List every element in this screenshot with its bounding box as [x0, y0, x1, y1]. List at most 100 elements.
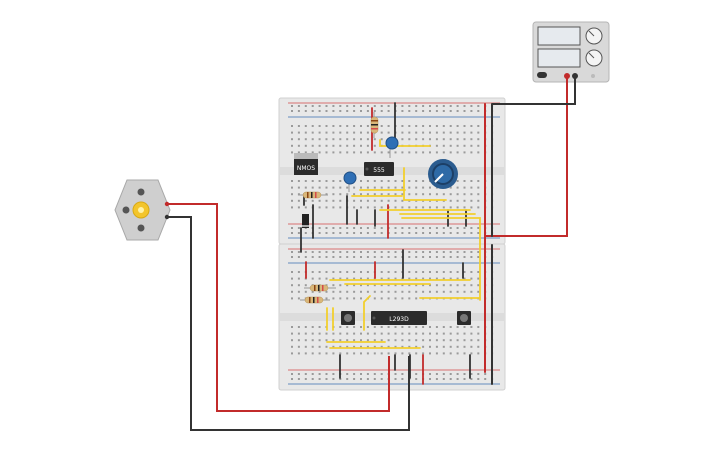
breadboard-hole[interactable] — [484, 378, 487, 380]
breadboard-hole[interactable] — [373, 193, 376, 196]
breadboard-hole[interactable] — [304, 131, 307, 134]
breadboard-hole[interactable] — [415, 345, 418, 348]
breadboard-hole[interactable] — [325, 125, 328, 127]
breadboard-hole[interactable] — [318, 144, 321, 147]
breadboard-hole[interactable] — [373, 251, 376, 253]
breadboard-hole[interactable] — [456, 199, 459, 202]
breadboard-hole[interactable] — [401, 326, 404, 328]
breadboard-hole[interactable] — [318, 151, 321, 154]
breadboard-hole[interactable] — [366, 339, 369, 342]
breadboard-hole[interactable] — [332, 277, 335, 280]
breadboard-hole[interactable] — [373, 144, 376, 147]
breadboard-hole[interactable] — [297, 180, 300, 182]
breadboard-hole[interactable] — [415, 277, 418, 280]
breadboard-hole[interactable] — [435, 284, 438, 287]
breadboard-hole[interactable] — [470, 271, 473, 273]
breadboard-hole[interactable] — [449, 110, 452, 112]
breadboard-hole[interactable] — [360, 332, 362, 335]
breadboard-hole[interactable] — [394, 199, 397, 202]
breadboard-hole[interactable] — [360, 151, 362, 154]
breadboard-hole[interactable] — [373, 326, 376, 328]
breadboard-hole[interactable] — [463, 125, 466, 127]
breadboard-hole[interactable] — [408, 151, 411, 154]
breadboard-hole[interactable] — [429, 232, 431, 234]
breadboard-hole[interactable] — [394, 352, 397, 355]
breadboard-hole[interactable] — [380, 138, 383, 141]
breadboard-hole[interactable] — [332, 180, 335, 182]
breadboard-hole[interactable] — [463, 345, 466, 348]
capacitor-1[interactable] — [385, 136, 399, 158]
breadboard-hole[interactable] — [291, 256, 293, 258]
breadboard-hole[interactable] — [332, 345, 335, 348]
breadboard-hole[interactable] — [429, 227, 431, 229]
breadboard-hole[interactable] — [297, 297, 300, 300]
breadboard-hole[interactable] — [394, 271, 397, 273]
breadboard-hole[interactable] — [339, 186, 342, 189]
breadboard-hole[interactable] — [456, 151, 459, 154]
breadboard-hole[interactable] — [415, 131, 418, 134]
wire-supply-positive[interactable] — [485, 76, 568, 237]
breadboard-hole[interactable] — [456, 138, 459, 141]
breadboard-hole[interactable] — [360, 256, 362, 258]
breadboard-hole[interactable] — [325, 332, 328, 335]
breadboard-hole[interactable] — [435, 378, 438, 380]
breadboard-hole[interactable] — [297, 138, 300, 141]
breadboard-hole[interactable] — [304, 326, 307, 328]
breadboard-hole[interactable] — [401, 105, 404, 107]
breadboard-hole[interactable] — [297, 151, 300, 154]
breadboard-hole[interactable] — [449, 227, 452, 229]
breadboard-hole[interactable] — [332, 332, 335, 335]
breadboard-hole[interactable] — [422, 151, 425, 154]
breadboard-hole[interactable] — [387, 105, 390, 107]
breadboard-hole[interactable] — [449, 326, 452, 328]
breadboard-hole[interactable] — [422, 251, 425, 253]
breadboard-hole[interactable] — [401, 227, 404, 229]
breadboard-hole[interactable] — [346, 193, 349, 196]
breadboard-hole[interactable] — [373, 227, 376, 229]
breadboard-hole[interactable] — [408, 271, 411, 273]
dc-motor-icon[interactable] — [114, 179, 171, 241]
breadboard-hole[interactable] — [332, 125, 335, 127]
resistor-bottom-2[interactable] — [300, 296, 330, 304]
breadboard-hole[interactable] — [449, 339, 452, 342]
breadboard-hole[interactable] — [318, 339, 321, 342]
breadboard-hole[interactable] — [415, 332, 418, 335]
breadboard-hole[interactable] — [325, 271, 328, 273]
breadboard-hole[interactable] — [380, 256, 383, 258]
breadboard-hole[interactable] — [346, 373, 349, 375]
breadboard-hole[interactable] — [408, 131, 411, 134]
breadboard-hole[interactable] — [380, 271, 383, 273]
breadboard-hole[interactable] — [325, 144, 328, 147]
breadboard-hole[interactable] — [463, 199, 466, 202]
breadboard-hole[interactable] — [415, 125, 418, 127]
breadboard-hole[interactable] — [442, 151, 445, 154]
breadboard-hole[interactable] — [339, 105, 342, 107]
breadboard-hole[interactable] — [442, 227, 445, 229]
breadboard-hole[interactable] — [318, 232, 321, 234]
breadboard-hole[interactable] — [449, 193, 452, 196]
breadboard-hole[interactable] — [325, 227, 328, 229]
breadboard-hole[interactable] — [297, 227, 300, 229]
breadboard-hole[interactable] — [360, 193, 362, 196]
breadboard-hole[interactable] — [477, 193, 480, 196]
breadboard-hole[interactable] — [360, 297, 362, 300]
breadboard-hole[interactable] — [422, 339, 425, 342]
breadboard-hole[interactable] — [422, 105, 425, 107]
breadboard-hole[interactable] — [415, 352, 418, 355]
breadboard-hole[interactable] — [442, 339, 445, 342]
breadboard-hole[interactable] — [339, 332, 342, 335]
breadboard-hole[interactable] — [360, 105, 362, 107]
breadboard-hole[interactable] — [415, 284, 418, 287]
breadboard-hole[interactable] — [311, 332, 314, 335]
breadboard-hole[interactable] — [353, 193, 356, 196]
breadboard-hole[interactable] — [387, 339, 390, 342]
breadboard-hole[interactable] — [477, 227, 480, 229]
breadboard-hole[interactable] — [442, 138, 445, 141]
breadboard-hole[interactable] — [318, 251, 321, 253]
breadboard-hole[interactable] — [435, 251, 438, 253]
breadboard-hole[interactable] — [346, 227, 349, 229]
breadboard-hole[interactable] — [297, 144, 300, 147]
breadboard-hole[interactable] — [318, 256, 321, 258]
breadboard-hole[interactable] — [387, 290, 390, 293]
breadboard-hole[interactable] — [429, 131, 431, 134]
